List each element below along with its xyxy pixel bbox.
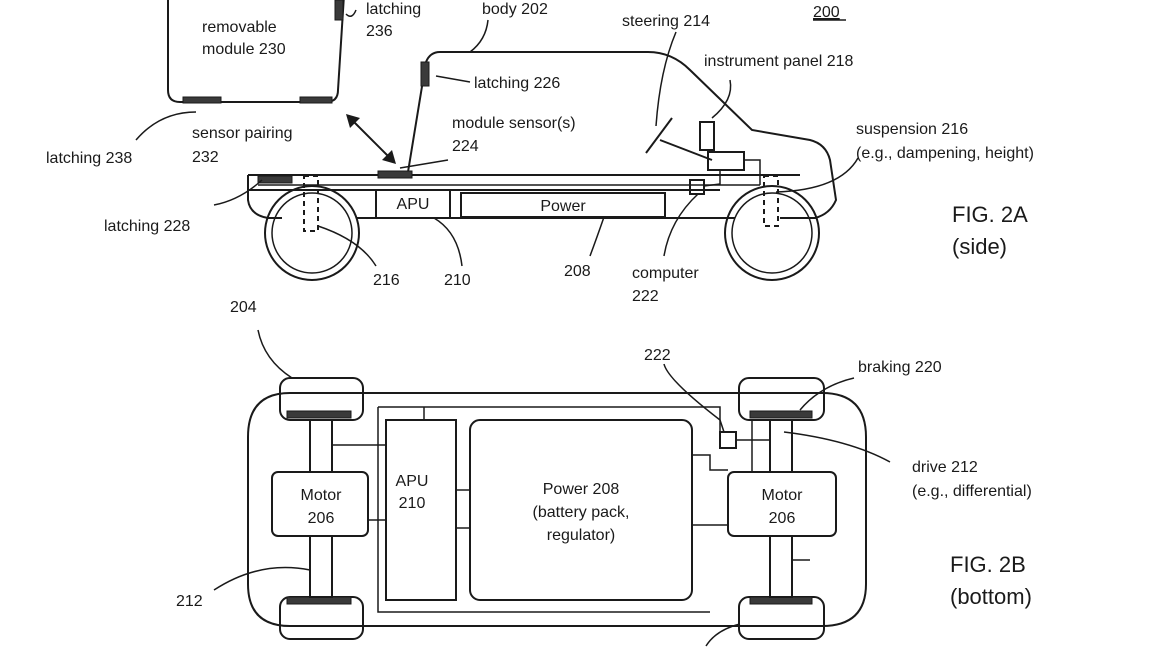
label-computer-1: computer — [632, 265, 699, 282]
label-removable-1: removable — [202, 19, 277, 36]
motor-right-label-1: Motor — [762, 487, 804, 504]
motor-left-label-2: 206 — [308, 510, 335, 527]
apu-bottom-box — [385, 419, 457, 601]
sensor-pairing-232-pad — [299, 96, 333, 104]
front-wheel — [264, 185, 360, 281]
label-208: 208 — [564, 263, 591, 280]
label-210: 210 — [444, 272, 471, 289]
computer-222-box — [689, 179, 705, 195]
label-latching238: latching 238 — [46, 150, 132, 167]
motor-left-label-1: Motor — [301, 487, 343, 504]
label-212: 212 — [176, 593, 203, 610]
label-latching236-2: 236 — [366, 23, 393, 40]
label-removable-2: module 230 — [202, 41, 286, 58]
brake-front-left — [286, 410, 352, 419]
computer-222-bottom-box — [719, 431, 737, 449]
fig-2a-title: FIG. 2A — [952, 202, 1028, 227]
instrument-panel-base — [707, 151, 745, 171]
apu-bottom-label-1: APU — [396, 473, 429, 490]
front-suspension — [303, 175, 319, 232]
rear-wheel — [724, 185, 820, 281]
motor-right-box — [727, 471, 837, 537]
vehicle-body-outline — [407, 51, 838, 219]
label-braking: braking 220 — [858, 359, 942, 376]
leader-lines-bottom — [213, 329, 891, 647]
instrument-wire — [703, 170, 721, 187]
ref-200: 200 — [813, 4, 840, 21]
label-latching236-1: latching — [366, 1, 421, 18]
power-side-label: Power — [540, 198, 586, 215]
label-suspension-1: suspension 216 — [856, 121, 968, 138]
label-suspension-2: (e.g., dampening, height) — [856, 145, 1034, 162]
steering-column — [659, 139, 713, 161]
wiring-bottom — [332, 406, 810, 613]
module-sensor-224-pad — [377, 170, 413, 179]
power-bottom-label-3: regulator) — [547, 527, 615, 544]
label-sensor-pairing-1: sensor pairing — [192, 125, 293, 142]
label-drive-1: drive 212 — [912, 459, 978, 476]
fig-2b-title: FIG. 2B — [950, 552, 1026, 577]
motor-right-label-2: 206 — [769, 510, 796, 527]
module-removal-arrow — [346, 114, 396, 164]
label-222-bottom: 222 — [644, 347, 671, 364]
label-module-sensor-1: module sensor(s) — [452, 115, 576, 132]
motor-left-box — [271, 471, 369, 537]
leader-lines-side — [135, 9, 859, 267]
label-216: 216 — [373, 272, 400, 289]
latching-236-pad — [334, 0, 344, 21]
power-side-box — [460, 192, 666, 218]
label-latching228: latching 228 — [104, 218, 190, 235]
fig-2a-subtitle: (side) — [952, 234, 1007, 259]
power-bottom-label-2: (battery pack, — [533, 504, 630, 521]
label-sensor-pairing-2: 232 — [192, 149, 219, 166]
label-steering: steering 214 — [622, 13, 710, 30]
apu-side-label: APU — [397, 196, 430, 213]
chassis-bottom-outline — [247, 392, 867, 627]
label-latching226: latching 226 — [474, 75, 560, 92]
power-bottom-box — [469, 419, 693, 601]
instrument-panel-box — [699, 121, 715, 151]
fig-2b-subtitle: (bottom) — [950, 584, 1032, 609]
apu-bottom-label-2: 210 — [399, 495, 426, 512]
brake-rear-left — [286, 596, 352, 605]
power-bottom-label-1: Power 208 — [543, 481, 620, 498]
rear-suspension — [763, 175, 779, 227]
brake-rear-right — [749, 596, 813, 605]
removable-module-outline — [167, 0, 345, 103]
latching-226-pad — [420, 61, 430, 87]
latching-238-pad — [182, 96, 222, 104]
brake-front-right — [749, 410, 813, 419]
chassis-outline — [247, 174, 800, 219]
instrument-wire-2 — [744, 159, 761, 185]
label-instrument: instrument panel 218 — [704, 53, 854, 70]
label-204: 204 — [230, 299, 257, 316]
latching-228-pad — [257, 175, 293, 184]
label-body: body 202 — [482, 1, 548, 18]
label-drive-2: (e.g., differential) — [912, 483, 1032, 500]
label-computer-2: 222 — [632, 288, 659, 305]
steering-wheel — [645, 117, 673, 154]
label-module-sensor-2: 224 — [452, 138, 479, 155]
apu-side-box — [375, 189, 451, 219]
